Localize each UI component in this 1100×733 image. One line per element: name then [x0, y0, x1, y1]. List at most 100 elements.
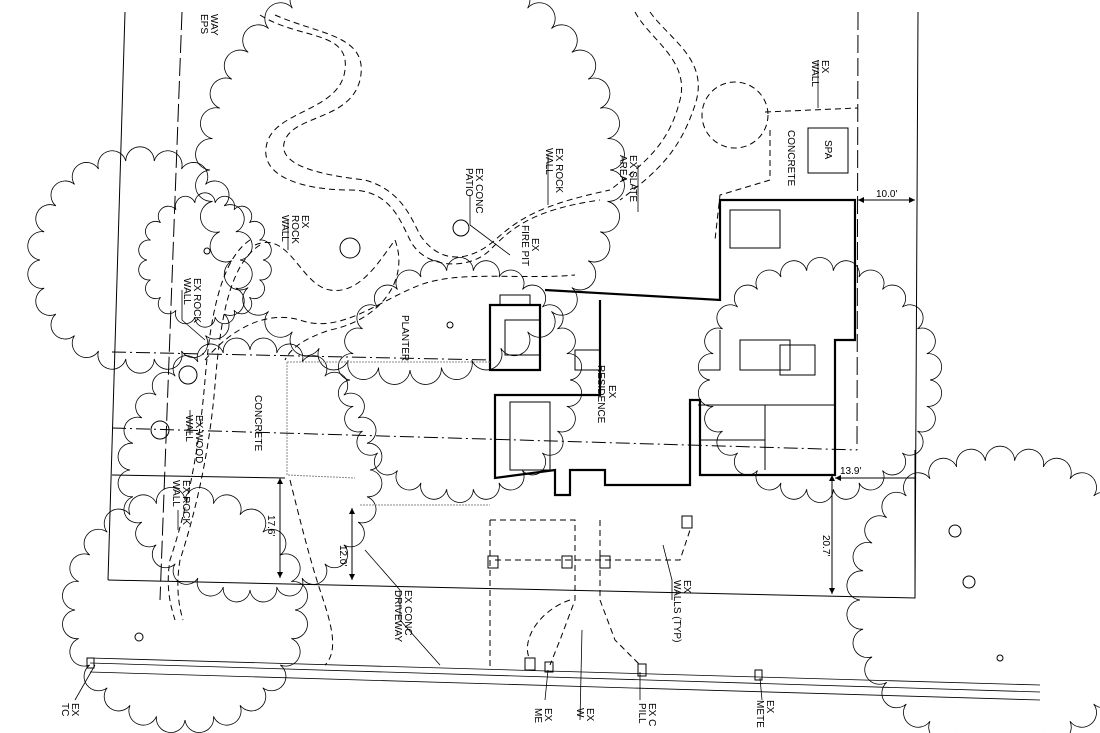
label-ex-rock-wall: EX ROCK	[191, 278, 202, 323]
landscape-paths	[167, 11, 859, 670]
spa-concrete-edge	[714, 107, 859, 241]
rock-wall-2	[254, 239, 396, 291]
tree-canopy	[846, 445, 1100, 733]
label-ex-meter: EX	[764, 700, 775, 714]
rock-wall-left	[167, 239, 251, 621]
front-walls	[495, 529, 691, 561]
annotations: WAY EPS EX WALL SPA CONCRETE EX SLATE AR…	[59, 14, 833, 728]
label-ex-walls-typ: WALLS (TYP)	[671, 580, 682, 642]
spa	[807, 127, 849, 174]
label-ex-wall: EX	[819, 60, 830, 74]
property-line-left	[107, 11, 126, 581]
dimension-side-setback: 13.9'	[840, 466, 861, 477]
street-curb-lines	[89, 657, 1041, 701]
tree-trunk	[134, 632, 144, 642]
tree-canopy	[138, 192, 272, 328]
tree-trunk	[948, 524, 962, 538]
stepping-path-right-2	[619, 11, 699, 201]
porch-outline	[286, 361, 490, 506]
tree-trunk	[962, 575, 976, 589]
front-arc-wall	[526, 599, 571, 661]
label-steps: EPS	[198, 14, 209, 34]
planter-edge	[204, 274, 576, 361]
residence-rooms	[504, 209, 835, 471]
label-spa: SPA	[822, 140, 833, 160]
planter-edge-2	[284, 239, 400, 361]
label-ex-residence: EX	[606, 385, 617, 399]
chimney	[499, 294, 531, 306]
label-ex-w: EX	[584, 708, 595, 722]
label-ex-walls-typ: EX	[681, 580, 692, 594]
label-ex-wood-wall: WALL	[183, 415, 194, 442]
leader-lines	[74, 60, 819, 721]
residence	[286, 198, 857, 506]
label-ex-pillar: EX C	[646, 703, 657, 726]
site-features	[134, 127, 1004, 662]
tree-canopies	[27, 0, 1100, 733]
easement-line	[111, 351, 491, 361]
label-ex-wood-wall: EX WOOD	[193, 415, 204, 463]
label-concrete: CONCRETE	[252, 395, 263, 451]
label-ex-rock-wall: EX ROCK	[180, 480, 191, 525]
residence-bath	[700, 330, 816, 376]
tree-canopy	[338, 257, 582, 503]
stair	[574, 349, 601, 371]
fire-pit	[339, 237, 361, 259]
label-ex-conc-patio: PATIO	[463, 168, 474, 197]
round-patio	[701, 81, 769, 149]
label-ex-fire-pit: FIRE PIT	[519, 225, 530, 266]
label-ex-meter: METE	[754, 700, 765, 728]
tree-trunk	[150, 420, 170, 440]
rock-wall-left-2	[177, 244, 261, 621]
setback-line-front	[111, 474, 286, 479]
label-ex-rock-wall: WALL	[170, 480, 181, 507]
label-ex-rock-wall: EX	[299, 215, 310, 229]
label-ex-conc-patio: EX CONC	[473, 168, 484, 214]
label-way: WAY	[208, 14, 219, 36]
residence-wall	[488, 303, 542, 372]
label-concrete-spa: CONCRETE	[785, 130, 796, 186]
dimension-20-7: 20.7'	[820, 535, 831, 556]
tree-canopy	[698, 257, 942, 503]
label-ex-meter: ME	[532, 708, 543, 723]
tree-trunk	[203, 247, 211, 255]
stepping-path-inner	[274, 14, 611, 258]
label-ex-rock-wall: EX ROCK	[553, 148, 564, 193]
tree-trunk	[178, 365, 198, 385]
front-walk	[489, 519, 641, 670]
easement-line-2	[111, 427, 858, 451]
label-ex-conc-driveway: DRIVEWAY	[392, 590, 403, 643]
label-ex-conc-driveway: EX CONC	[402, 590, 413, 636]
driveway-edge	[289, 479, 334, 666]
label-ex-wall: WALL	[809, 60, 820, 87]
label-planter: PLANTER	[399, 315, 410, 361]
stepping-path-right	[609, 11, 683, 191]
tree-canopy	[62, 487, 308, 733]
wall-posts	[86, 515, 763, 681]
tree-canopy	[117, 337, 383, 603]
residence-outline	[493, 198, 857, 497]
dimension-12-0: 12.0'	[337, 545, 348, 566]
label-ex-rock-wall: WALL	[279, 215, 290, 242]
setback-line-left	[159, 11, 183, 601]
label-ex-pillar: PILL	[636, 703, 647, 724]
label-ex-w: W	[574, 708, 585, 718]
setback-line-rear	[856, 11, 859, 451]
label-ex-meter: EX	[542, 708, 553, 722]
dimension-rear-setback: 10.0'	[876, 189, 897, 200]
label-ex-slate-area: EX SLATE	[627, 155, 638, 202]
dimension-lines: 10.0' 13.9' 17.6' 12.0' 20.7'	[265, 189, 915, 594]
label-ex-rock-wall: WALL	[181, 278, 192, 305]
label-ex-tc: TC	[59, 703, 70, 716]
dimension-17-6: 17.6'	[265, 515, 276, 536]
label-ex-slate-area: AREA	[617, 155, 628, 183]
tree-canopy	[27, 146, 253, 374]
patio-feature	[452, 219, 470, 237]
label-ex-tc: EX	[69, 703, 80, 717]
tree-trunk	[446, 321, 454, 329]
label-ex-fire-pit: EX	[529, 238, 540, 252]
label-ex-rock-wall: ROCK	[289, 215, 300, 244]
property-lines	[89, 11, 1041, 701]
stepping-path-outer	[259, 14, 601, 265]
